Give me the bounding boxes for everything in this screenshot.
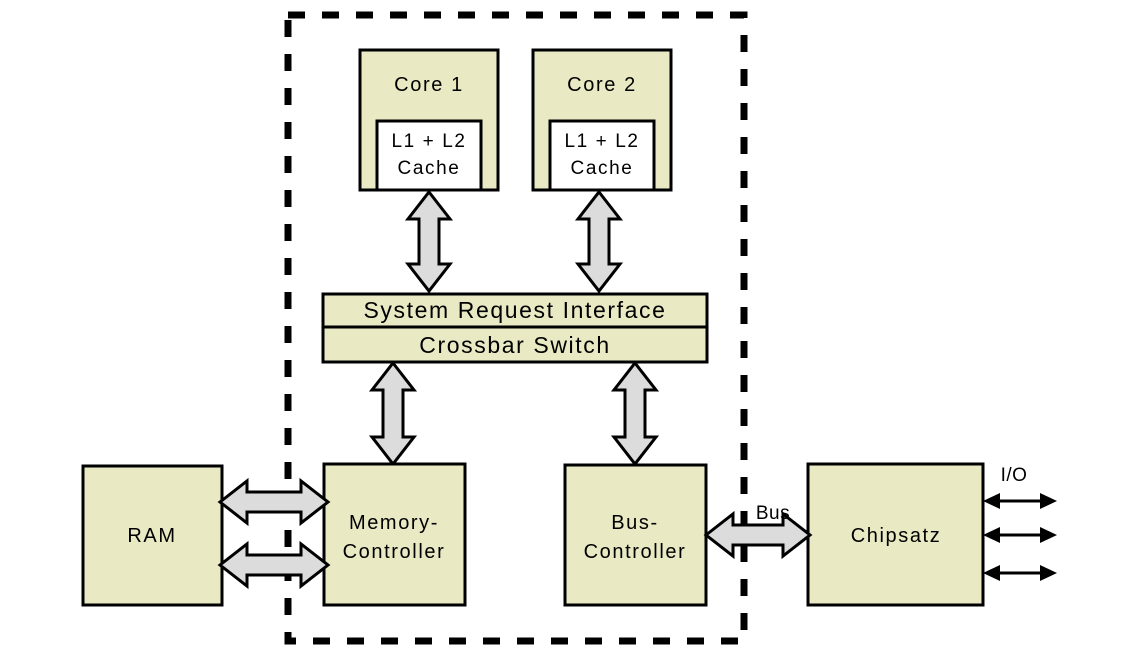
memory-controller-line-2: Controller (343, 541, 446, 563)
chipsatz-box[interactable] (806, 462, 985, 607)
bus-controller-group: Bus- Controller (563, 463, 708, 607)
bus-label: Bus (756, 503, 790, 524)
ram-group: RAM (81, 464, 224, 607)
core-2-group: Core 2 L1 + L2 Cache (531, 48, 673, 192)
bus-controller-line-2: Controller (584, 541, 687, 563)
io-arrow-3-right-head (1040, 565, 1057, 581)
bus-controller-line-1: Bus- (611, 512, 659, 534)
core-1-cache-box[interactable] (375, 119, 483, 192)
bus-controller-box[interactable] (563, 463, 708, 607)
io-arrow-3-left-head (983, 565, 1000, 581)
ram-box[interactable] (81, 464, 224, 607)
io-arrow-1 (983, 493, 1057, 509)
chipsatz-group: Chipsatz (806, 462, 985, 607)
system-request-interface-label: System Request Interface (363, 297, 666, 323)
io-arrow-1-left-head (983, 493, 1000, 509)
io-arrow-1-right-head (1040, 493, 1057, 509)
io-arrow-2 (983, 527, 1057, 543)
io-arrow-3 (983, 565, 1057, 581)
chipsatz-label: Chipsatz (851, 525, 942, 547)
arrow-crossbar-to-bus-controller (610, 360, 660, 467)
core-2-cache-line-2: Cache (571, 158, 634, 179)
io-arrow-2-left-head (983, 527, 1000, 543)
arrow-crossbar-to-memory-controller (368, 360, 418, 467)
crossbar-switch-box[interactable] (321, 325, 709, 364)
core-2-label: Core 2 (567, 74, 637, 96)
core-2-cache-box[interactable] (548, 119, 656, 192)
crossbar-switch-group: Crossbar Switch (321, 325, 709, 364)
core-1-cache-line-1: L1 + L2 (391, 131, 466, 152)
core-1-label: Core 1 (394, 74, 464, 96)
ram-label: RAM (127, 525, 176, 547)
crossbar-switch-label: Crossbar Switch (419, 332, 610, 358)
arrow-ram-to-memory-controller-upper (217, 477, 331, 527)
arrow-core2-to-sri (574, 189, 624, 294)
arrow-bus-controller-to-chipsatz (703, 510, 813, 560)
core-1-group: Core 1 L1 + L2 Cache (358, 48, 500, 192)
arrow-ram-to-memory-controller-lower (217, 540, 331, 590)
core-1-cache-line-2: Cache (398, 158, 461, 179)
io-label: I/O (1001, 465, 1028, 486)
memory-controller-group: Memory- Controller (322, 462, 467, 607)
io-arrow-2-right-head (1040, 527, 1057, 543)
memory-controller-line-1: Memory- (349, 512, 439, 534)
arrow-core1-to-sri (404, 189, 454, 294)
system-request-interface-group: System Request Interface (321, 292, 709, 329)
core-2-cache-line-1: L1 + L2 (564, 131, 639, 152)
memory-controller-box[interactable] (322, 462, 467, 607)
cpu-die-boundary (284, 11, 748, 645)
